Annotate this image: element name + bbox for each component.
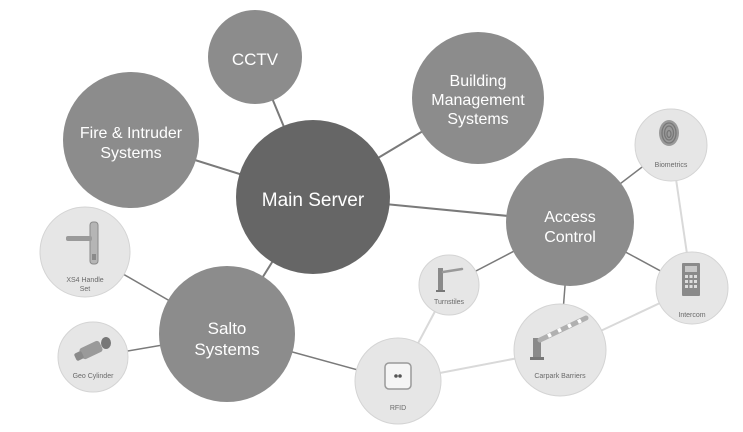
node-turnstiles: Turnstiles bbox=[418, 254, 480, 316]
lock-cylinder-icon bbox=[74, 337, 111, 361]
access-label-line-1: Access bbox=[544, 209, 596, 226]
fire-label-line-1: Fire & Intruder bbox=[80, 125, 183, 142]
handle-label-line-1: XS4 Handle bbox=[66, 277, 103, 284]
node-geo-cylinder: Geo Cylinder bbox=[57, 321, 129, 393]
main-server-label: Main Server bbox=[262, 190, 365, 211]
node-main-server: Main Server bbox=[236, 120, 390, 274]
fingerprint-icon bbox=[659, 120, 679, 146]
node-rfid: RFID bbox=[354, 337, 442, 425]
geo-cylinder-label: Geo Cylinder bbox=[73, 373, 115, 380]
door-handle-icon bbox=[66, 221, 99, 265]
intercom-label: Intercom bbox=[678, 312, 705, 319]
carpark-barriers-label: Carpark Barriers bbox=[534, 373, 586, 380]
bms-label-line-3: Systems bbox=[447, 111, 508, 128]
biometrics-label: Biometrics bbox=[655, 162, 688, 169]
node-xs4-handle-set: XS4 Handle Set bbox=[39, 206, 131, 298]
node-biometrics: Biometrics bbox=[634, 108, 708, 182]
node-salto-systems: Salto Systems bbox=[159, 266, 295, 402]
salto-label-line-2: Systems bbox=[194, 340, 259, 359]
turnstiles-label: Turnstiles bbox=[434, 299, 465, 306]
bms-label-line-2: Management bbox=[431, 92, 525, 109]
turnstile-icon bbox=[436, 267, 464, 292]
barrier-arm-icon bbox=[530, 315, 589, 360]
node-building-management: Building Management Systems bbox=[412, 32, 544, 164]
node-access-control: Access Control bbox=[506, 158, 634, 286]
access-label-line-2: Control bbox=[544, 229, 596, 246]
fire-label-line-2: Systems bbox=[100, 145, 161, 162]
rfid-label: RFID bbox=[390, 405, 406, 412]
cctv-label: CCTV bbox=[232, 50, 279, 69]
node-carpark-barriers: Carpark Barriers bbox=[513, 303, 607, 397]
bms-label-line-1: Building bbox=[450, 73, 507, 90]
intercom-panel-icon bbox=[682, 263, 700, 296]
node-intercom: Intercom bbox=[655, 251, 729, 325]
salto-label-line-1: Salto bbox=[208, 319, 247, 338]
node-fire-intruder: Fire & Intruder Systems bbox=[63, 72, 199, 208]
rfid-reader-icon bbox=[384, 362, 412, 390]
node-cctv: CCTV bbox=[208, 10, 302, 104]
handle-label-line-2: Set bbox=[80, 286, 91, 293]
